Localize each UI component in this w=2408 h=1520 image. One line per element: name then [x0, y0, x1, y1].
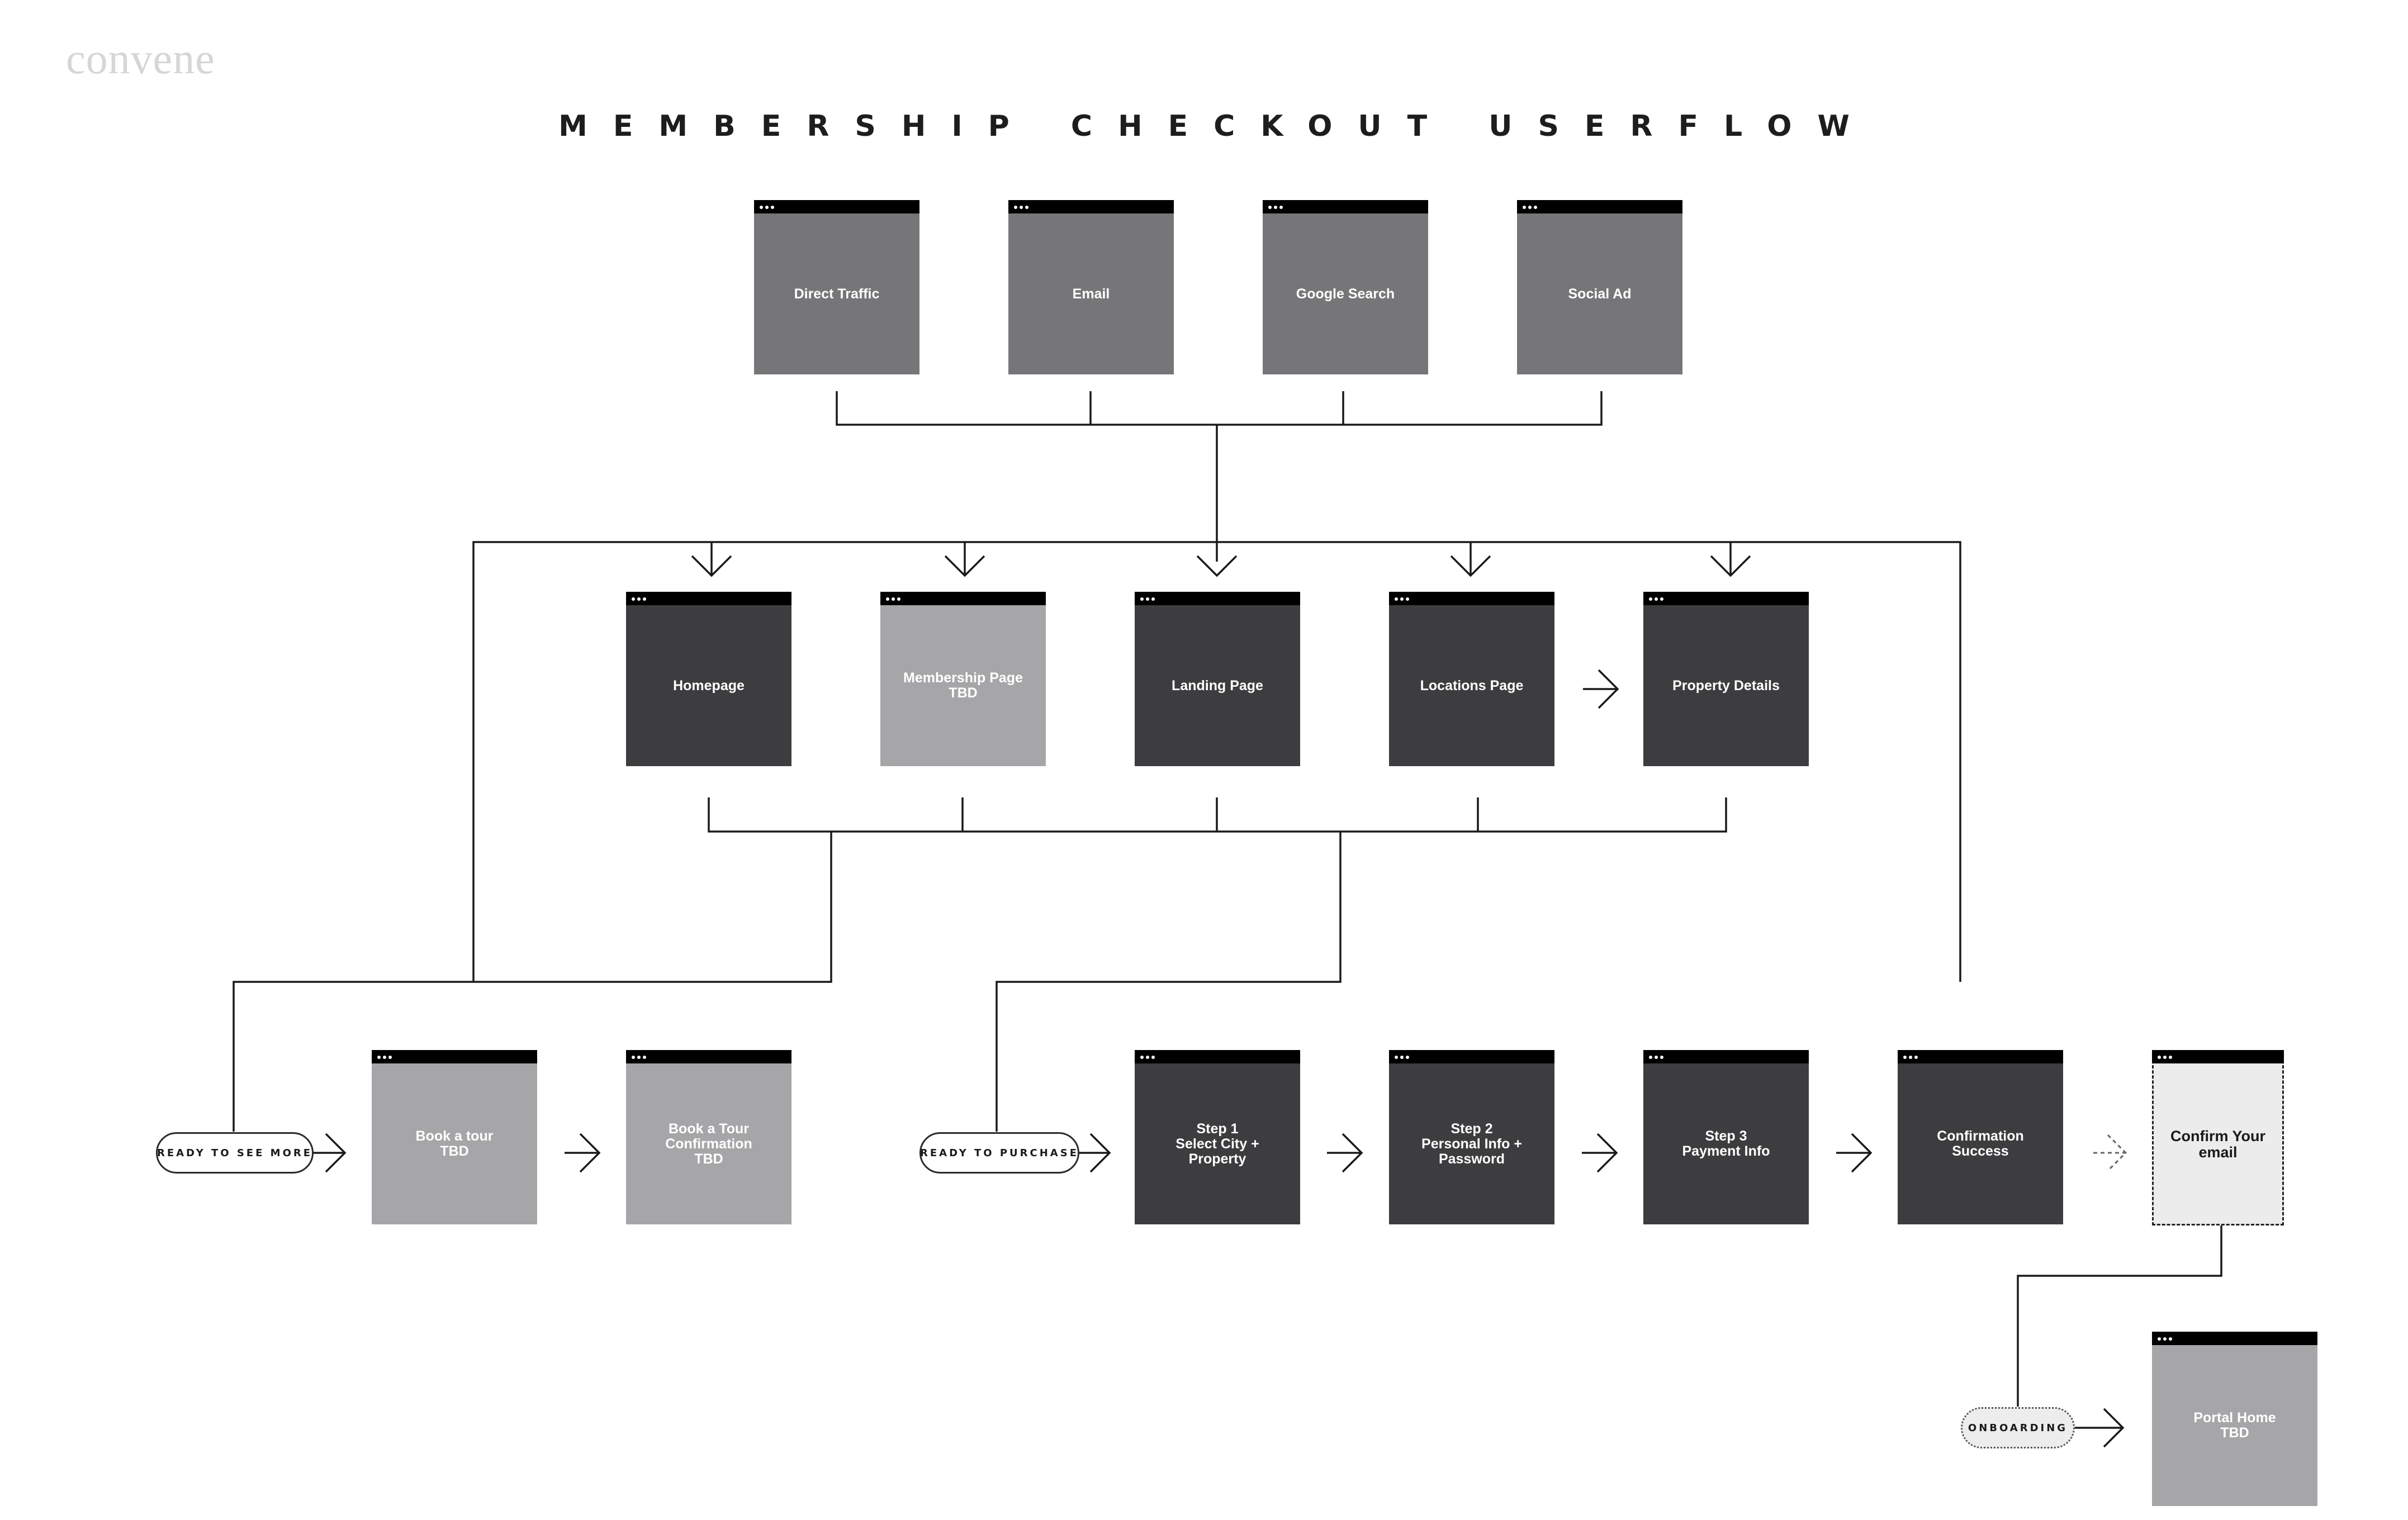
page-landing: Landing Page — [1135, 592, 1300, 766]
window-bar — [626, 592, 791, 605]
arrow-onboarding-to-portal — [2075, 1408, 2125, 1448]
window-bar — [2152, 1050, 2284, 1063]
pages-merge-line — [708, 797, 1727, 833]
tour-confirmation-box: Book a Tour Confirmation TBD — [626, 1050, 791, 1224]
box-label: Direct Traffic — [794, 286, 880, 302]
step1-box: Step 1 Select City + Property — [1135, 1050, 1300, 1224]
pill-onboarding: ONBOARDING — [1961, 1407, 2075, 1448]
arrow-pill-to-book-tour — [314, 1133, 347, 1173]
book-tour-box: Book a tour TBD — [372, 1050, 537, 1224]
arrow-step3-to-confirmation — [1836, 1133, 1873, 1173]
source-direct-traffic: Direct Traffic — [754, 200, 919, 374]
window-bar — [880, 592, 1046, 605]
onboarding-branch-line — [2017, 1224, 2222, 1407]
window-bar — [1517, 200, 1682, 213]
arrow-step1-to-step2 — [1327, 1133, 1363, 1173]
arrow-book-tour-to-confirmation — [565, 1133, 601, 1173]
window-dots-icon — [1649, 597, 1666, 601]
source-social-ad: Social Ad — [1517, 200, 1682, 374]
portal-home-box: Portal Home TBD — [2152, 1332, 2317, 1506]
pill-ready-to-see-more: READY TO SEE MORE — [156, 1132, 314, 1174]
box-label: Landing Page — [1172, 677, 1263, 694]
arrow-locations-to-property — [1583, 669, 1619, 709]
box-label: Confirm Your email — [2170, 1127, 2265, 1161]
source-google-search: Google Search — [1263, 200, 1428, 374]
confirmation-success-box: Confirmation Success — [1898, 1050, 2063, 1224]
window-bar — [1643, 592, 1809, 605]
page-locations: Locations Page — [1389, 592, 1554, 766]
box-label: Membership Page TBD — [903, 670, 1023, 701]
arrow-confirmation-to-confirm-email — [2093, 1134, 2127, 1172]
box-label: Step 1 Select City + Property — [1175, 1120, 1259, 1167]
box-label: Social Ad — [1568, 286, 1632, 302]
window-bar — [372, 1050, 537, 1063]
arrow-pill-to-step1 — [1079, 1133, 1111, 1173]
convene-logo: convene — [66, 34, 215, 83]
box-label: Confirmation Success — [1937, 1128, 2024, 1159]
window-dots-icon — [1903, 1056, 1920, 1059]
window-bar — [1008, 200, 1174, 213]
window-bar — [626, 1050, 791, 1063]
arrowhead-landing — [1196, 555, 1238, 577]
distribution-drops-line — [710, 542, 1732, 576]
purchase-branch-line — [996, 832, 1342, 1132]
window-dots-icon — [2158, 1056, 2174, 1059]
step2-box: Step 2 Personal Info + Password — [1389, 1050, 1554, 1224]
arrow-step2-to-step3 — [1582, 1133, 1618, 1173]
box-label: Book a Tour Confirmation TBD — [665, 1120, 752, 1167]
page-membership: Membership Page TBD — [880, 592, 1046, 766]
box-label: Google Search — [1296, 286, 1395, 302]
window-bar — [2152, 1332, 2317, 1345]
window-dots-icon — [1395, 1056, 1411, 1059]
page-title: MEMBERSHIP CHECKOUT USERFLOW — [558, 110, 1875, 143]
window-dots-icon — [1523, 206, 1539, 209]
arrowhead-property — [1710, 555, 1751, 577]
window-dots-icon — [1268, 206, 1285, 209]
pill-ready-to-purchase: READY TO PURCHASE — [919, 1132, 1079, 1174]
window-bar — [1135, 592, 1300, 605]
window-dots-icon — [1140, 597, 1157, 601]
source-email: Email — [1008, 200, 1174, 374]
box-label: Homepage — [673, 677, 745, 694]
window-bar — [1643, 1050, 1809, 1063]
window-dots-icon — [1649, 1056, 1666, 1059]
window-bar — [1263, 200, 1428, 213]
page-homepage: Homepage — [626, 592, 791, 766]
box-label: Portal Home TBD — [2193, 1410, 2276, 1441]
window-dots-icon — [1140, 1056, 1157, 1059]
window-bar — [1135, 1050, 1300, 1063]
box-label: Book a tour TBD — [415, 1128, 494, 1159]
page-property-details: Property Details — [1643, 592, 1809, 766]
window-dots-icon — [1014, 206, 1031, 209]
sources-merge-line — [836, 391, 1603, 562]
box-label: Step 2 Personal Info + Password — [1421, 1120, 1522, 1167]
window-dots-icon — [2158, 1337, 2174, 1341]
window-bar — [1389, 1050, 1554, 1063]
arrowhead-membership — [944, 555, 985, 577]
step3-box: Step 3 Payment Info — [1643, 1050, 1809, 1224]
window-dots-icon — [1395, 597, 1411, 601]
window-dots-icon — [377, 1056, 394, 1059]
box-label: Locations Page — [1420, 677, 1524, 694]
window-dots-icon — [760, 206, 776, 209]
distribution-frame-line — [472, 541, 1961, 982]
arrowhead-homepage — [691, 555, 732, 577]
window-dots-icon — [886, 597, 903, 601]
window-bar — [754, 200, 919, 213]
tour-branch-line — [233, 832, 832, 1132]
arrowhead-locations — [1450, 555, 1491, 577]
window-dots-icon — [632, 1056, 648, 1059]
box-label: Property Details — [1672, 677, 1780, 694]
box-label: Step 3 Payment Info — [1682, 1128, 1770, 1159]
window-dots-icon — [632, 597, 648, 601]
window-bar — [1898, 1050, 2063, 1063]
confirm-email-box: Confirm Your email — [2152, 1050, 2284, 1226]
box-label: Email — [1072, 286, 1110, 302]
window-bar — [1389, 592, 1554, 605]
